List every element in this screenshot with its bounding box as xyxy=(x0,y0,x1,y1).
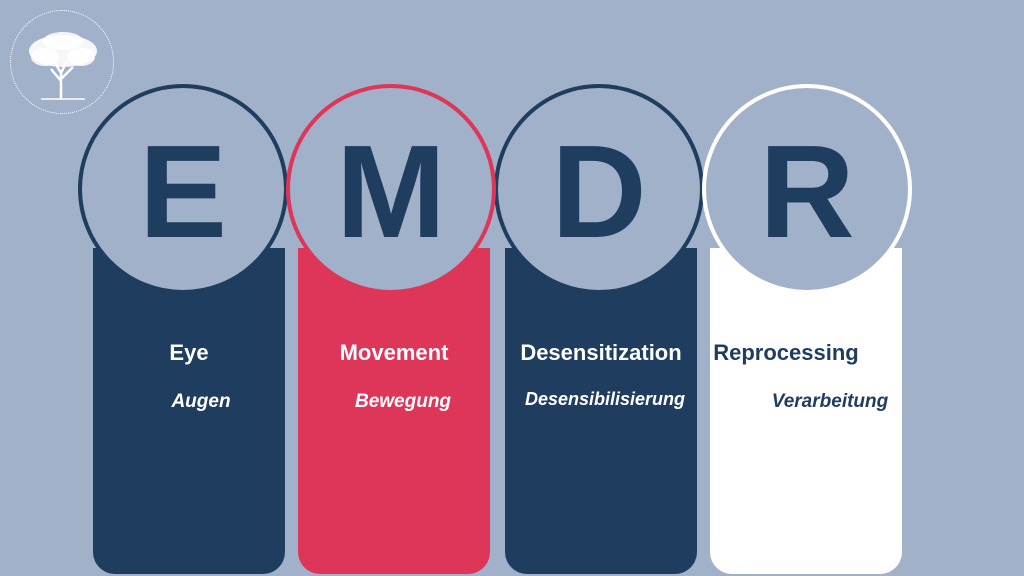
movement-column xyxy=(298,248,490,574)
letter-m: M xyxy=(336,118,446,265)
desensitization-column xyxy=(505,248,697,574)
letter-circle-e: E xyxy=(78,84,288,294)
tree-icon xyxy=(29,32,97,100)
reprocessing-column xyxy=(710,248,902,574)
eye-column xyxy=(93,248,285,574)
term-eye: Eye xyxy=(169,340,209,365)
term-movement: Movement xyxy=(339,340,449,365)
translation-verarbeitung: Verarbeitung xyxy=(771,391,889,412)
translation-bewegung: Bewegung xyxy=(354,391,452,412)
tree-logo xyxy=(10,10,114,114)
translation-desensibilisierung: Desensibilisierung xyxy=(524,389,686,409)
letter-r: R xyxy=(759,118,855,265)
translation-augen: Augen xyxy=(171,391,231,412)
letter-e: E xyxy=(138,118,228,265)
term-desensitization: Desensitization xyxy=(520,340,682,365)
letter-circle-r: R xyxy=(702,84,912,294)
letter-d: D xyxy=(551,118,647,265)
letter-circle-m: M xyxy=(286,84,496,294)
letter-circle-d: D xyxy=(494,84,704,294)
term-reprocessing: Reprocessing xyxy=(713,340,859,365)
